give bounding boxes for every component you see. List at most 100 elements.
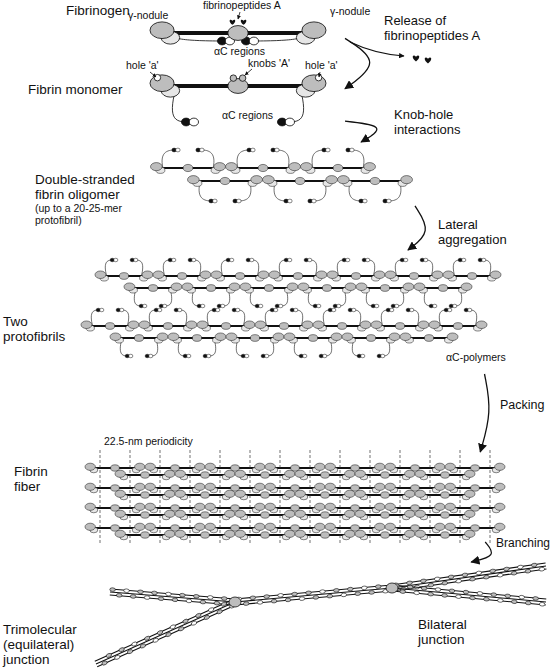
gamma-nodule (445, 523, 455, 530)
step-label: Release of fibrinopeptides A (384, 14, 514, 43)
alphaC-domain (375, 304, 379, 308)
fibrin-unit (497, 598, 503, 602)
central-region (321, 532, 330, 538)
gamma-nodule (229, 283, 240, 291)
fibrin-molecule (295, 470, 355, 480)
fibrinopeptide (413, 56, 419, 62)
gamma-nodule (285, 470, 295, 477)
fibrin-molecule (205, 483, 265, 493)
fibrin-unit (165, 632, 172, 638)
alphaC-domain (410, 308, 414, 312)
gamma-nodule (331, 333, 342, 341)
alphaC-domain (352, 308, 356, 312)
fibrin-molecule (313, 308, 371, 331)
step-label: Packing (500, 398, 544, 412)
stage-label: Fibrin monomer (28, 82, 123, 97)
periodicity-line (280, 450, 281, 545)
alphaC-tether (275, 150, 289, 169)
fibrin-unit (306, 591, 312, 595)
gamma-nodule (301, 163, 313, 171)
fiber-bundle (95, 599, 236, 666)
gamma-nodule (315, 503, 325, 510)
gamma-nodule (495, 503, 505, 510)
fibrin-molecule (124, 283, 182, 308)
fibrin-molecule (295, 530, 355, 540)
fibrin-unit (361, 586, 367, 590)
fibrin-unit (327, 594, 333, 598)
fibrin-molecule (355, 470, 415, 480)
fibrin-molecule (205, 523, 265, 533)
alphaC-domain (251, 148, 256, 152)
fibrin-unit (178, 626, 185, 632)
knob-a (239, 75, 245, 81)
fibrin-unit (525, 601, 531, 605)
central-region (381, 492, 390, 498)
gamma-nodule (405, 510, 415, 517)
periodicity-line (340, 450, 341, 545)
gamma-nodule (175, 470, 185, 477)
gamma-nodule (175, 530, 185, 537)
fibrin-molecule (415, 530, 475, 540)
gamma-nodule (315, 463, 325, 470)
fibrin-unit (114, 655, 121, 661)
hole-a (315, 74, 321, 80)
fibrin-unit (130, 594, 136, 598)
central-region (381, 532, 390, 538)
fibrin-molecule (265, 503, 325, 513)
stage-group: Trimolecular (equilateral) junctionBilat… (0, 562, 548, 668)
gamma-nodule (115, 470, 125, 477)
alphaC-domain (230, 258, 234, 262)
annotation-label: αC-polymers (446, 352, 506, 364)
gamma-nodule (371, 321, 382, 329)
fibrin-molecule (145, 483, 205, 493)
gamma-nodule (145, 463, 155, 470)
fibrin-unit (299, 597, 305, 601)
gamma-nodule (85, 503, 95, 510)
central-region (235, 273, 244, 280)
gamma-nodule (355, 490, 365, 497)
fibrin-unit (172, 598, 178, 602)
fibrin-molecule (145, 503, 205, 513)
fibrin-molecule (342, 333, 400, 358)
fibrin-unit (483, 575, 489, 579)
gamma-nodule (400, 333, 411, 341)
alphaC-domain (216, 308, 220, 312)
gamma-nodule (284, 333, 295, 341)
central-region (206, 285, 215, 292)
fibrin-unit (434, 577, 440, 581)
step-arrow (480, 374, 489, 452)
periodicity-line (400, 450, 401, 545)
fibrin-unit (152, 591, 158, 595)
fibrin-molecule (175, 470, 235, 480)
fibrin-unit (124, 589, 130, 593)
fibrin-molecule (205, 463, 265, 473)
protofibril-strand (97, 605, 236, 667)
gamma-nodule (447, 333, 458, 341)
gamma-nodule (175, 490, 185, 497)
gamma-nodule (298, 283, 309, 291)
fibrin-unit (110, 588, 116, 592)
alphaC-domain (200, 148, 205, 152)
gamma-nodule (135, 463, 145, 470)
alphaC-tether (453, 260, 462, 277)
central-region (221, 323, 230, 330)
fibrinopeptide (425, 58, 431, 64)
fibrin-unit (271, 599, 277, 603)
fibrin-molecule (327, 258, 385, 281)
gamma-nodule (128, 321, 139, 329)
periodicity-line (490, 450, 491, 545)
leader-line (238, 12, 240, 19)
gamma-nodule (302, 321, 313, 329)
central-region (441, 472, 450, 478)
alphaC-domain (303, 354, 307, 358)
fibrin-unit (264, 595, 270, 599)
fibrin-unit (207, 595, 213, 599)
fibrin-molecule (182, 283, 240, 308)
gamma-nodule (435, 503, 445, 510)
gamma-nodule (115, 490, 125, 497)
central-region (293, 273, 302, 280)
fibrin-unit (182, 618, 189, 624)
alphaC-domain (143, 304, 147, 308)
fibrin-unit (375, 585, 381, 589)
fibrin-molecule (385, 483, 445, 493)
